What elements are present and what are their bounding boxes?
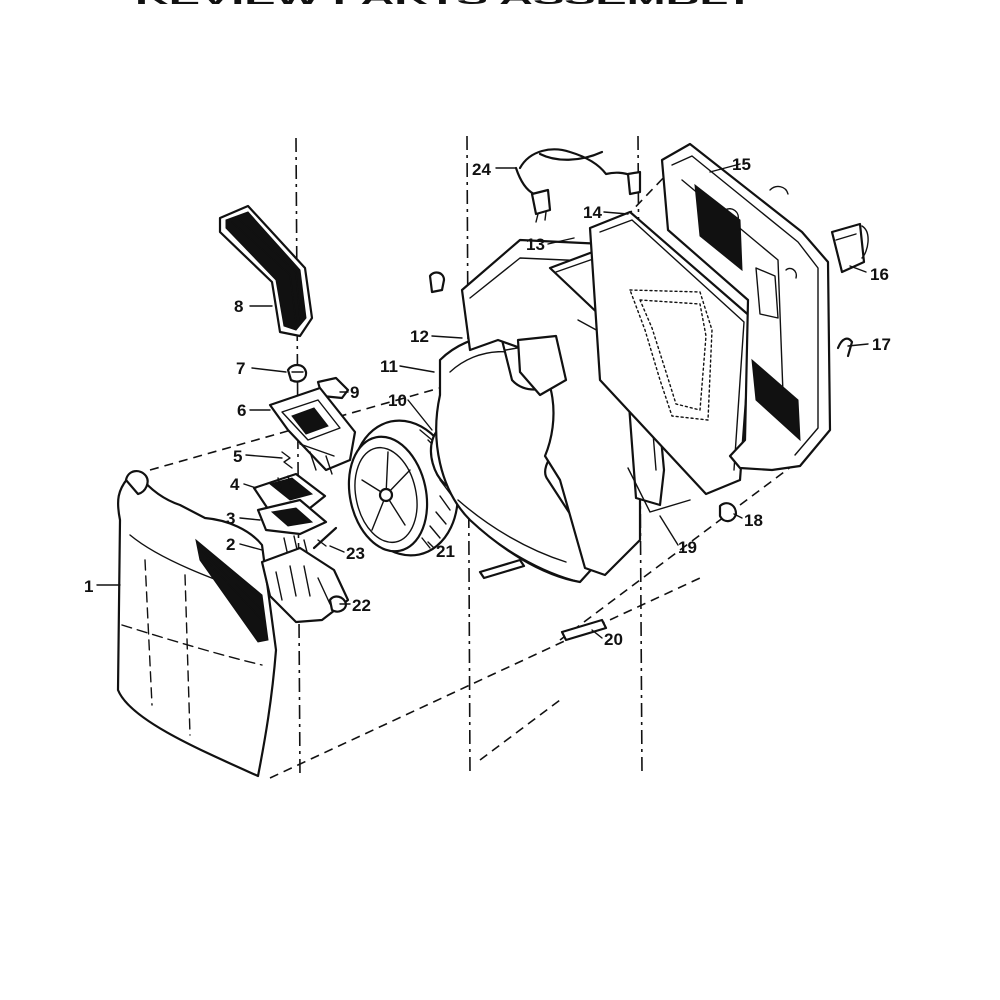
callout-6: 6 [237, 401, 246, 420]
alignment-line-left [295, 137, 301, 779]
callout-14: 14 [583, 203, 602, 222]
part-17-hook [836, 337, 854, 358]
callout-24: 24 [472, 160, 491, 179]
part-22-base-bracket [260, 546, 350, 624]
callout-11: 11 [380, 357, 398, 376]
callout-15: 15 [732, 155, 751, 174]
callout-23: 23 [346, 544, 365, 563]
part-1-front-cover [116, 470, 278, 778]
callout-17: 17 [872, 335, 891, 354]
callout-7: 7 [236, 359, 245, 378]
callout-16: 16 [870, 265, 889, 284]
callout-19: 19 [678, 538, 697, 557]
part-23-screw [312, 526, 338, 550]
callout-9: 9 [350, 383, 359, 402]
part-24-power-cord [514, 148, 642, 223]
part-15-rear-case [660, 142, 832, 472]
callout-4: 4 [230, 475, 240, 494]
callout-18: 18 [744, 511, 763, 530]
callout-labels: 1 2 3 4 5 6 7 8 9 10 11 12 13 14 15 16 1… [84, 155, 891, 649]
part-7-knob [286, 363, 308, 383]
callout-5: 5 [233, 447, 242, 466]
alignment-line-middle [466, 135, 471, 776]
callout-22: 22 [352, 596, 371, 615]
callout-12: 12 [410, 327, 429, 346]
part-19-seal [627, 467, 691, 513]
leader-lines [96, 163, 869, 639]
part-6-switch-assembly [268, 386, 357, 475]
callout-10: 10 [388, 391, 407, 410]
callout-13: 13 [526, 235, 545, 254]
callout-8: 8 [234, 297, 243, 316]
part-16-bracket [830, 222, 869, 274]
part-3-contact-block [256, 498, 328, 536]
part-14-filter [588, 210, 754, 496]
callout-2: 2 [226, 535, 235, 554]
callout-20: 20 [604, 630, 623, 649]
callout-3: 3 [226, 509, 235, 528]
filter-mesh [629, 289, 713, 421]
front-cover-vent [195, 538, 269, 643]
rear-case-vent [694, 183, 801, 442]
callout-21: 21 [436, 542, 455, 561]
part-5-spring [281, 451, 293, 469]
part-20-rod [478, 558, 608, 642]
callout-1: 1 [84, 577, 93, 596]
part-8-grille [218, 204, 314, 338]
part-18-clip [718, 502, 738, 523]
header-text: REVIEW PARTS ASSEMBLY [135, 0, 755, 8]
alignment-line-right [637, 135, 643, 776]
